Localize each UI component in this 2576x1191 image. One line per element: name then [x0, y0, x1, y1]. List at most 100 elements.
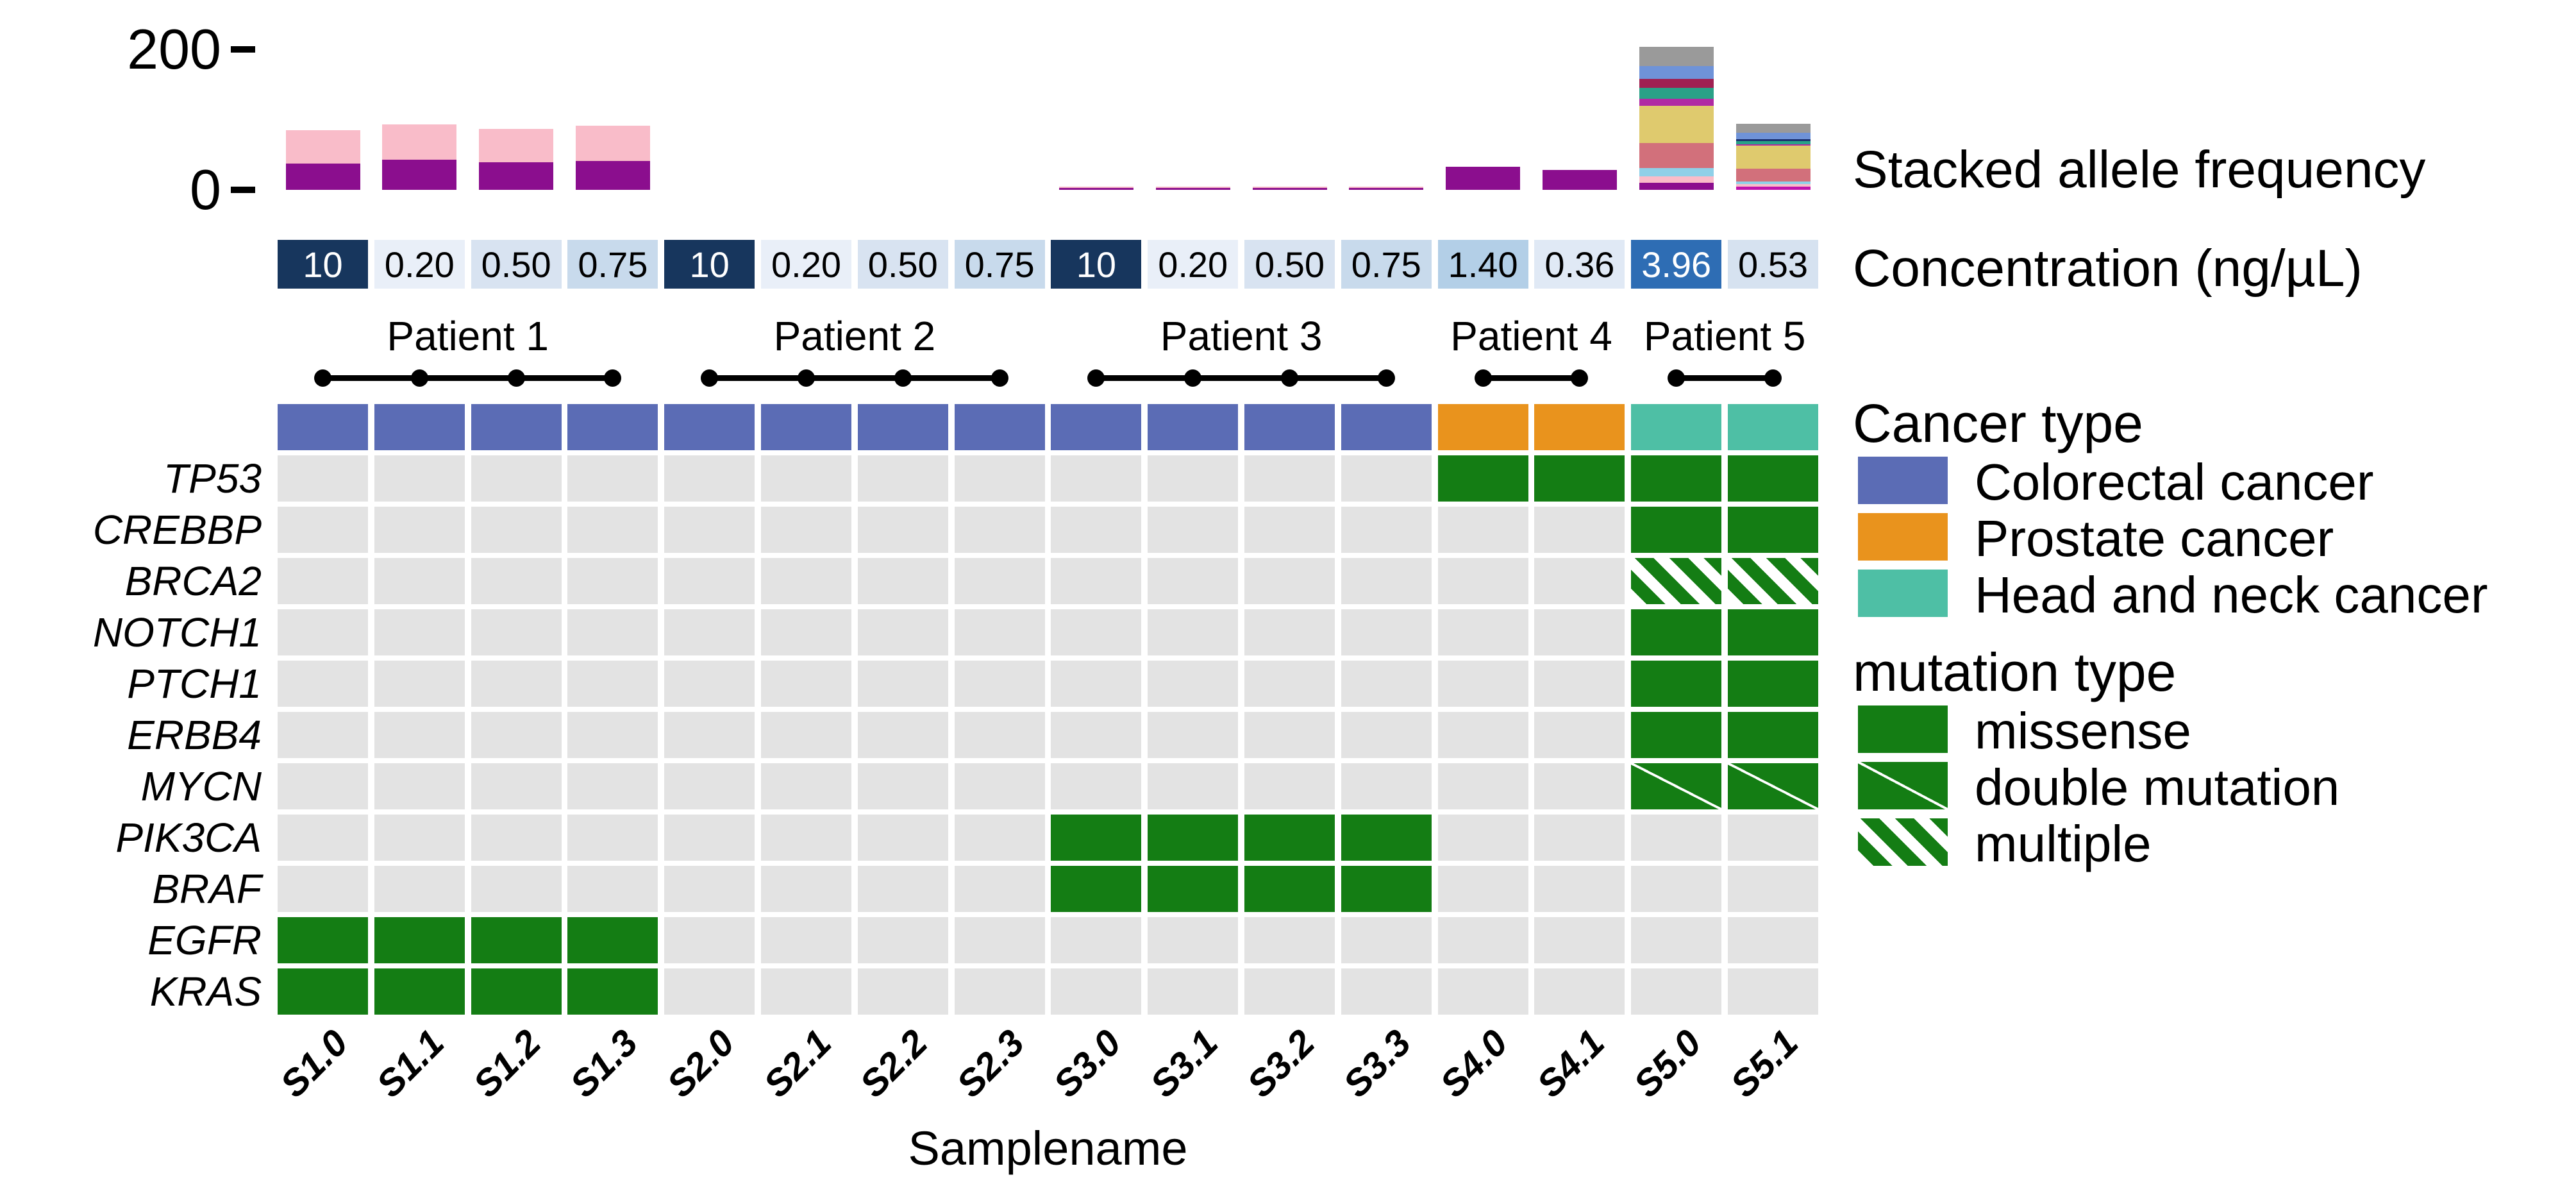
empty-cell — [1051, 455, 1142, 502]
gene-label: TP53 — [163, 455, 262, 502]
patient-label: Patient 1 — [387, 313, 549, 359]
empty-cell — [1341, 968, 1432, 1015]
empty-cell — [664, 712, 755, 758]
empty-cell — [1244, 507, 1335, 553]
empty-cell — [1437, 712, 1528, 758]
cancer-type-cell — [664, 404, 755, 450]
mutation-cell — [374, 968, 465, 1015]
concentration-cell: 10 — [664, 240, 755, 289]
gene-label: BRCA2 — [124, 558, 262, 604]
empty-cell — [1051, 661, 1142, 707]
gene-label: EGFR — [147, 917, 262, 963]
empty-cell — [278, 712, 368, 758]
patient-label: Patient 4 — [1450, 313, 1612, 359]
empty-cell — [954, 507, 1045, 553]
y-axis-tick-mark — [231, 46, 255, 53]
empty-cell — [374, 507, 465, 553]
empty-cell — [1437, 763, 1528, 809]
empty-cell — [761, 866, 851, 912]
empty-cell — [471, 763, 562, 809]
bar-segment — [575, 126, 650, 162]
mutation-cell — [374, 917, 465, 963]
gene-label: MYCN — [140, 763, 262, 809]
empty-cell — [1437, 866, 1528, 912]
empty-cell — [857, 455, 948, 502]
gene-label: KRAS — [149, 968, 262, 1015]
empty-cell — [761, 609, 851, 655]
mutation-cell — [1728, 763, 1818, 809]
empty-cell — [1631, 815, 1722, 861]
bar-segment — [1639, 88, 1714, 99]
empty-cell — [1051, 712, 1142, 758]
patient-bracket-line — [707, 375, 1003, 381]
empty-cell — [374, 815, 465, 861]
patient-bracket-dot — [1377, 369, 1395, 387]
empty-cell — [954, 455, 1045, 502]
patient-bracket-dot — [1474, 369, 1492, 387]
x-axis-title: Samplename — [908, 1122, 1188, 1175]
cancer-type-cell — [1534, 404, 1625, 450]
y-axis-tick-label: 0 — [190, 158, 221, 221]
empty-cell — [567, 712, 658, 758]
empty-cell — [664, 968, 755, 1015]
concentration-cell: 0.50 — [471, 240, 562, 289]
mutation-cell — [1244, 866, 1335, 912]
bar-segment — [1639, 183, 1714, 190]
cancer-type-cell — [567, 404, 658, 450]
mutation-cell — [1631, 763, 1722, 809]
empty-cell — [1534, 763, 1625, 809]
cancer-type-legend-label: Head and neck cancer — [1975, 566, 2488, 623]
empty-cell — [1534, 968, 1625, 1015]
empty-cell — [1341, 507, 1432, 553]
y-axis-tick-label: 200 — [127, 17, 221, 81]
mutation-type-legend-swatch — [1858, 762, 1948, 809]
empty-cell — [1534, 866, 1625, 912]
concentration-cell: 0.53 — [1728, 240, 1818, 289]
empty-cell — [857, 968, 948, 1015]
empty-cell — [761, 712, 851, 758]
empty-cell — [567, 763, 658, 809]
bar-segment — [1542, 170, 1617, 190]
empty-cell — [278, 661, 368, 707]
empty-cell — [1244, 609, 1335, 655]
empty-cell — [664, 455, 755, 502]
concentration-cell: 10 — [278, 240, 368, 289]
empty-cell — [857, 507, 948, 553]
empty-cell — [471, 815, 562, 861]
concentration-cell: 0.75 — [567, 240, 658, 289]
patient-bracket-dot — [1281, 369, 1298, 387]
cancer-type-cell — [278, 404, 368, 450]
bar-segment — [1155, 188, 1230, 190]
patient-bracket-dot — [1184, 369, 1202, 387]
empty-cell — [374, 866, 465, 912]
empty-cell — [857, 815, 948, 861]
empty-cell — [761, 661, 851, 707]
concentration-cell: 0.20 — [761, 240, 851, 289]
empty-cell — [278, 558, 368, 604]
empty-cell — [1051, 917, 1142, 963]
mutation-type-legend-label: multiple — [1975, 815, 2152, 872]
cancer-type-cell — [1051, 404, 1142, 450]
empty-cell — [471, 609, 562, 655]
empty-cell — [1437, 507, 1528, 553]
empty-cell — [1534, 507, 1625, 553]
bar-segment — [1735, 141, 1811, 144]
empty-cell — [1534, 815, 1625, 861]
patient-label: Patient 2 — [773, 313, 936, 359]
patient-label: Patient 3 — [1160, 313, 1323, 359]
mutation-cell — [567, 917, 658, 963]
bar-segment — [1639, 105, 1714, 143]
bar-segment — [575, 161, 650, 190]
bar-segment — [479, 128, 554, 163]
mutation-cell — [471, 968, 562, 1015]
empty-cell — [857, 558, 948, 604]
empty-cell — [374, 661, 465, 707]
empty-cell — [278, 815, 368, 861]
mutation-type-legend-swatch — [1858, 705, 1948, 753]
empty-cell — [1341, 763, 1432, 809]
empty-cell — [761, 815, 851, 861]
cancer-type-legend-swatch — [1858, 570, 1948, 617]
cancer-type-cell — [1437, 404, 1528, 450]
patient-bracket-line — [1480, 375, 1582, 381]
cancer-type-cell — [1631, 404, 1722, 450]
